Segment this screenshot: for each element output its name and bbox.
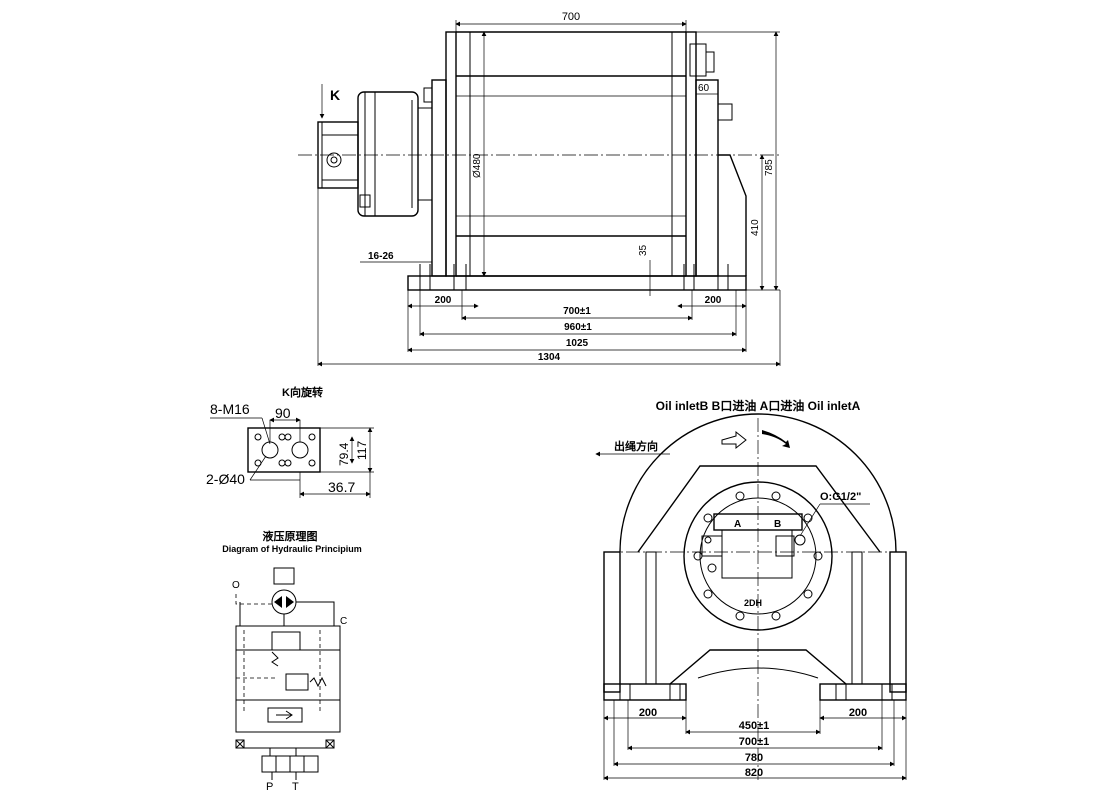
dim-offset: 35 xyxy=(638,244,649,256)
dim-foot-left: 200 xyxy=(435,295,452,306)
side-dim-total: 820 xyxy=(745,767,763,779)
dim-foot-right: 200 xyxy=(705,295,722,306)
dim-drum-diameter: Ø480 xyxy=(472,153,483,178)
side-dim-inner: 700±1 xyxy=(739,736,770,748)
hydraulic-label-t: T xyxy=(292,781,299,793)
dim-base-outer: 960±1 xyxy=(564,322,592,333)
port-a: A xyxy=(734,519,741,530)
base-frame xyxy=(407,264,747,291)
hydraulic-label-c: C xyxy=(340,616,347,627)
dim-base-total: 1025 xyxy=(566,338,589,349)
k-bolts: 8-M16 xyxy=(210,401,250,417)
dim-hole-spacing: 700±1 xyxy=(563,306,591,317)
k-height-a: 79.4 xyxy=(337,442,351,466)
hydraulic-motor xyxy=(357,87,433,217)
side-dim-foot-right: 200 xyxy=(849,707,867,719)
drum xyxy=(456,31,686,277)
side-dim-foot-left: 200 xyxy=(639,707,657,719)
k-height-b: 117 xyxy=(355,441,369,460)
left-side-plate xyxy=(431,31,457,277)
motor-code: 2DH xyxy=(744,598,762,608)
dim-overall-length: 1304 xyxy=(538,352,561,363)
dim-flange: 60 xyxy=(698,83,710,94)
hydraulic-title-cn: 液压原理图 xyxy=(263,529,318,543)
front-view: K 700 60 785 410 Ø480 35 16-26 xyxy=(298,11,782,367)
k-view: K向旋转 90 8-M16 79.4 117 2-Ø40 36.7 xyxy=(206,385,374,498)
port-o: O:G1/2" xyxy=(820,491,861,503)
hydraulic-label-o: O xyxy=(232,580,240,591)
hydraulic-diagram: 液压原理图 Diagram of Hydraulic Principium O … xyxy=(222,529,362,793)
right-side-plate xyxy=(685,31,747,277)
port-b: B xyxy=(774,519,781,530)
k-ports: 2-Ø40 xyxy=(206,471,245,487)
side-view: Oil inletB B口进油 A口进油 Oil inletA 出绳方向 xyxy=(595,398,907,781)
k-offset: 36.7 xyxy=(328,479,355,495)
dim-overall-height: 785 xyxy=(764,159,775,176)
hydraulic-title-en: Diagram of Hydraulic Principium xyxy=(222,544,362,554)
dim-motor-gap: 16-26 xyxy=(368,251,394,262)
side-motor-flange: A B 2DH xyxy=(683,481,833,631)
dim-top-width: 700 xyxy=(562,11,580,23)
side-dim-outer: 780 xyxy=(745,752,763,764)
side-header: Oil inletB B口进油 A口进油 Oil inletA xyxy=(656,398,861,413)
k-width: 90 xyxy=(275,405,291,421)
rope-direction: 出绳方向 xyxy=(614,439,658,453)
dim-center-height: 410 xyxy=(750,219,761,236)
k-view-title: K向旋转 xyxy=(282,385,323,399)
drum-flange-arc xyxy=(619,413,897,553)
side-dim-holes: 450±1 xyxy=(739,720,770,732)
k-view-letter: K xyxy=(330,87,340,103)
hydraulic-label-p: P xyxy=(266,781,273,793)
